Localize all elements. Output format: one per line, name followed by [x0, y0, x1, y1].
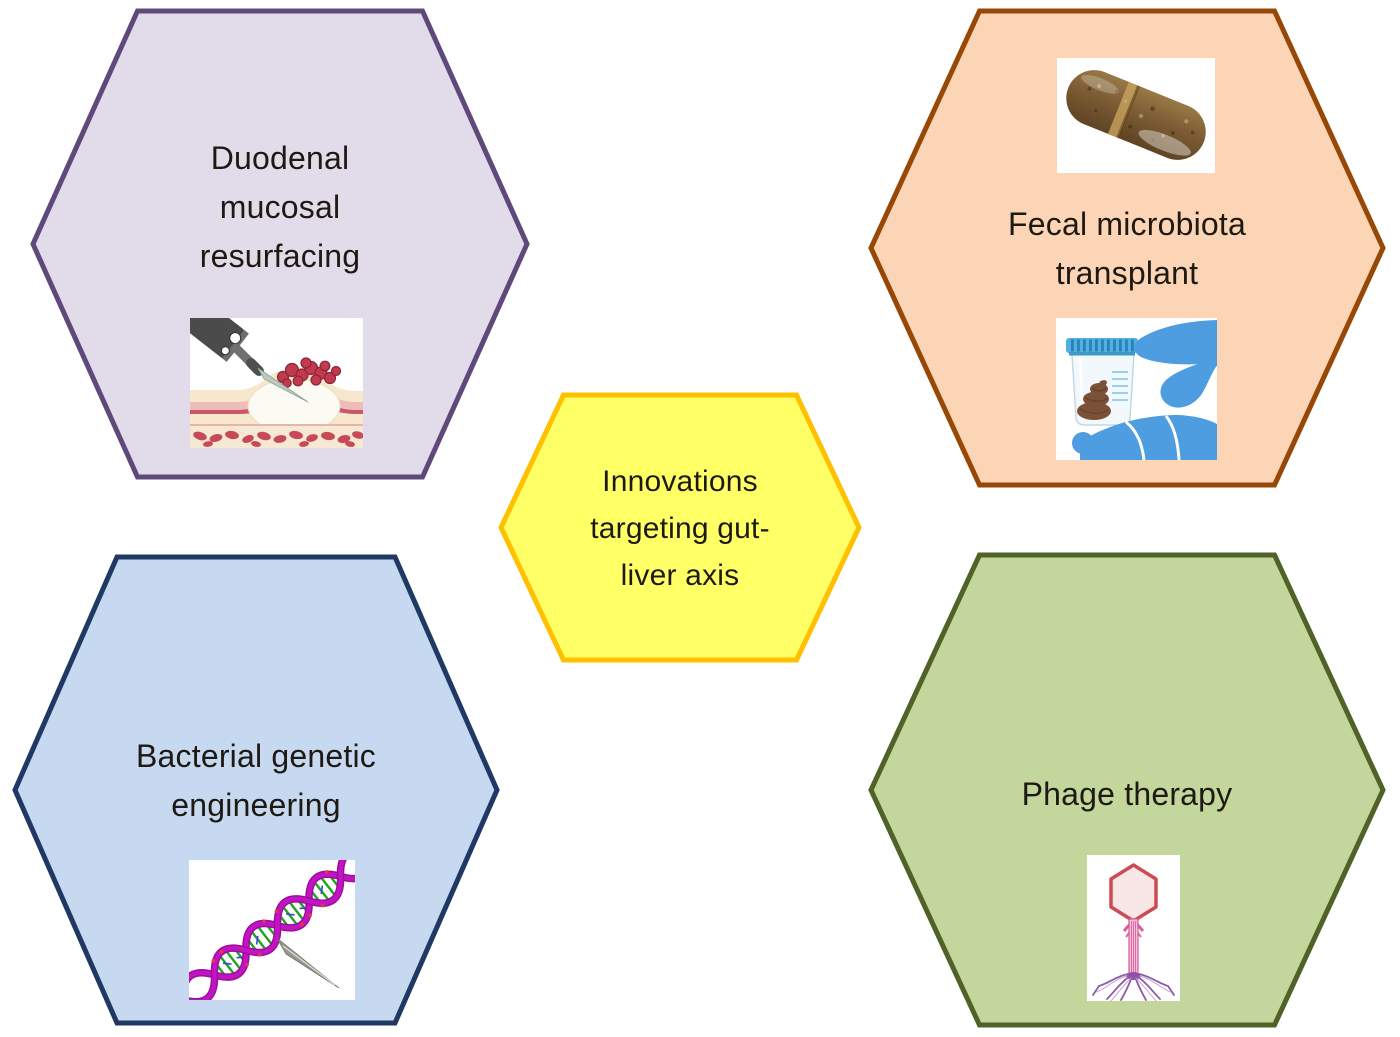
- hexagon-outline: [498, 392, 862, 663]
- label-line: targeting gut-: [590, 512, 770, 545]
- bge-label: Bacterial genetic engineering: [12, 732, 500, 830]
- node-bacterial-genetic-engineering: Bacterial genetic engineering: [12, 554, 500, 1026]
- node-center-innovations: Innovations targeting gut- liver axis: [498, 392, 862, 663]
- label-line: engineering: [171, 787, 341, 823]
- center-label: Innovations targeting gut- liver axis: [498, 458, 862, 599]
- hexagon-outline: [868, 8, 1386, 488]
- label-line: liver axis: [620, 559, 740, 592]
- hexagon-shape: [498, 392, 862, 663]
- label-line: Fecal microbiota: [1008, 206, 1246, 242]
- node-duodenal-mucosal-resurfacing: Duodenal mucosal resurfacing: [30, 8, 530, 480]
- hexagon-outline: [12, 554, 500, 1026]
- fmt-label: Fecal microbiota transplant: [868, 200, 1386, 298]
- hexagon-shape: [868, 552, 1386, 1028]
- label-line: Duodenal: [210, 140, 350, 176]
- endoscopic-submucosal-injection-image: [190, 318, 363, 448]
- node-fecal-microbiota-transplant: Fecal microbiota transplant: [868, 8, 1386, 488]
- hexagon-outline: [868, 552, 1386, 1028]
- label-line: Innovations: [602, 465, 758, 498]
- fecal-capsule-photo: [1057, 58, 1215, 173]
- hexagon-shape: [12, 554, 500, 1026]
- node-phage-therapy: Phage therapy: [868, 552, 1386, 1028]
- label-line: Phage therapy: [1021, 776, 1233, 812]
- label-line: resurfacing: [199, 238, 361, 274]
- label-line: Bacterial genetic: [136, 738, 376, 774]
- duodenal-label: Duodenal mucosal resurfacing: [30, 134, 530, 281]
- phage-label: Phage therapy: [868, 770, 1386, 819]
- bacteriophage-image: [1087, 855, 1180, 1001]
- stool-specimen-container-gloved-hand-image: [1056, 318, 1217, 460]
- hexagon-shape: [868, 8, 1386, 488]
- label-line: transplant: [1055, 255, 1199, 291]
- hexagon-outline: [30, 8, 530, 480]
- dna-double-helix-image: [189, 860, 355, 1000]
- label-line: mucosal: [219, 189, 341, 225]
- hexagon-shape: [30, 8, 530, 480]
